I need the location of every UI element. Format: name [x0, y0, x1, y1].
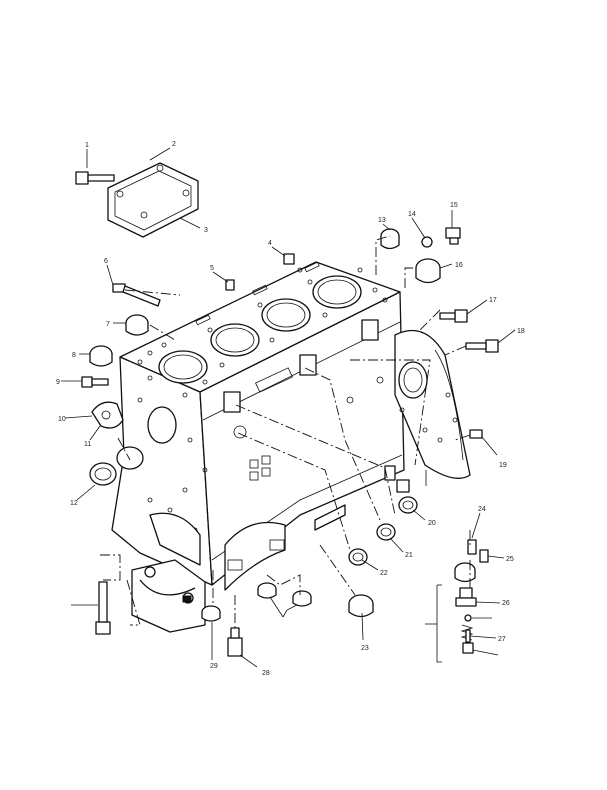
callout-4: 4: [268, 240, 272, 247]
callout-12: 12: [70, 500, 78, 507]
front-face-bore-side: [116, 446, 144, 470]
cover-bolt-upper: [439, 309, 468, 323]
oil-gallery-plug-1: [257, 582, 277, 599]
timing-cover-plate: [394, 329, 471, 479]
alignment-lines: [100, 235, 471, 663]
head-stud: [112, 283, 161, 307]
cover-bolt-lower: [465, 339, 499, 353]
oil-gallery-plug-2: [292, 590, 312, 607]
callout-6: 6: [104, 258, 108, 265]
cylinder-bore-1: [158, 350, 208, 384]
callout-2: 2: [172, 141, 176, 148]
callout-labels: 1 2 3 4 5 6 7 8 9 10 11 12 13 14 15 16 1…: [56, 141, 525, 677]
callout-8: 8: [72, 352, 76, 359]
front-seal: [89, 462, 117, 486]
callout-7: 7: [106, 321, 110, 328]
callout-22: 22: [380, 570, 388, 577]
expansion-plug-3: [380, 228, 400, 250]
callout-3: 3: [204, 227, 208, 234]
callout-26: 26: [502, 600, 510, 607]
callout-23: 23: [361, 645, 369, 652]
callout-13: 13: [378, 217, 386, 224]
callout-10: 10: [58, 416, 66, 423]
cylinder-bore-2: [210, 323, 260, 357]
callout-20: 20: [428, 520, 436, 527]
sealing-washer: [421, 236, 433, 248]
cam-bushing-1: [398, 496, 418, 514]
side-cover-plate: [107, 162, 199, 238]
callout-27: 27: [498, 636, 506, 643]
expansion-plug-4: [415, 258, 441, 284]
callout-16: 16: [455, 262, 463, 269]
callout-21: 21: [405, 552, 413, 559]
side-boss-2: [299, 354, 317, 376]
timing-dowel: [469, 429, 483, 439]
cylinder-bore-4: [312, 275, 362, 309]
front-face-bore-large: [147, 406, 177, 444]
callout-17: 17: [489, 297, 497, 304]
cam-bushing-3: [348, 548, 368, 566]
drain-plug: [227, 627, 243, 657]
cylinder-block: [111, 261, 410, 591]
cover-bolt: [75, 171, 115, 185]
pan-rail-pad: [314, 504, 346, 531]
deck-dowel: [225, 279, 235, 291]
callout-1: 1: [85, 142, 89, 149]
crankcase-cutout: [149, 512, 201, 566]
thermostat-housing: [91, 401, 124, 429]
callout-15: 15: [450, 202, 458, 209]
bearing-cap-bushing: [201, 605, 221, 622]
rear-plug: [348, 594, 374, 618]
callout-18: 18: [517, 328, 525, 335]
side-boss-3: [361, 319, 379, 341]
callout-28: 28: [262, 670, 270, 677]
cam-bushing-2: [376, 523, 396, 541]
expansion-plug-2: [89, 345, 113, 367]
threaded-plug-top: [445, 227, 461, 245]
leader-lines: [61, 147, 516, 668]
callout-19: 19: [499, 462, 507, 469]
cylinder-bore-3: [261, 298, 311, 332]
callout-5: 5: [210, 265, 214, 272]
callout-29: 29: [210, 663, 218, 670]
callout-9: 9: [56, 379, 60, 386]
bearing-cap-bolt: [95, 581, 111, 635]
callout-11: 11: [84, 441, 91, 448]
callout-14: 14: [408, 211, 416, 218]
block-side-face: [199, 291, 405, 586]
callout-25: 25: [506, 556, 514, 563]
expansion-plug-1: [125, 314, 149, 336]
deck-plug: [283, 253, 295, 265]
main-bearing-cap: [131, 559, 206, 633]
callout-24: 24: [478, 506, 486, 513]
housing-bolt: [81, 376, 109, 388]
head-bolt-holes: [137, 267, 388, 385]
side-boss-1: [223, 391, 241, 413]
